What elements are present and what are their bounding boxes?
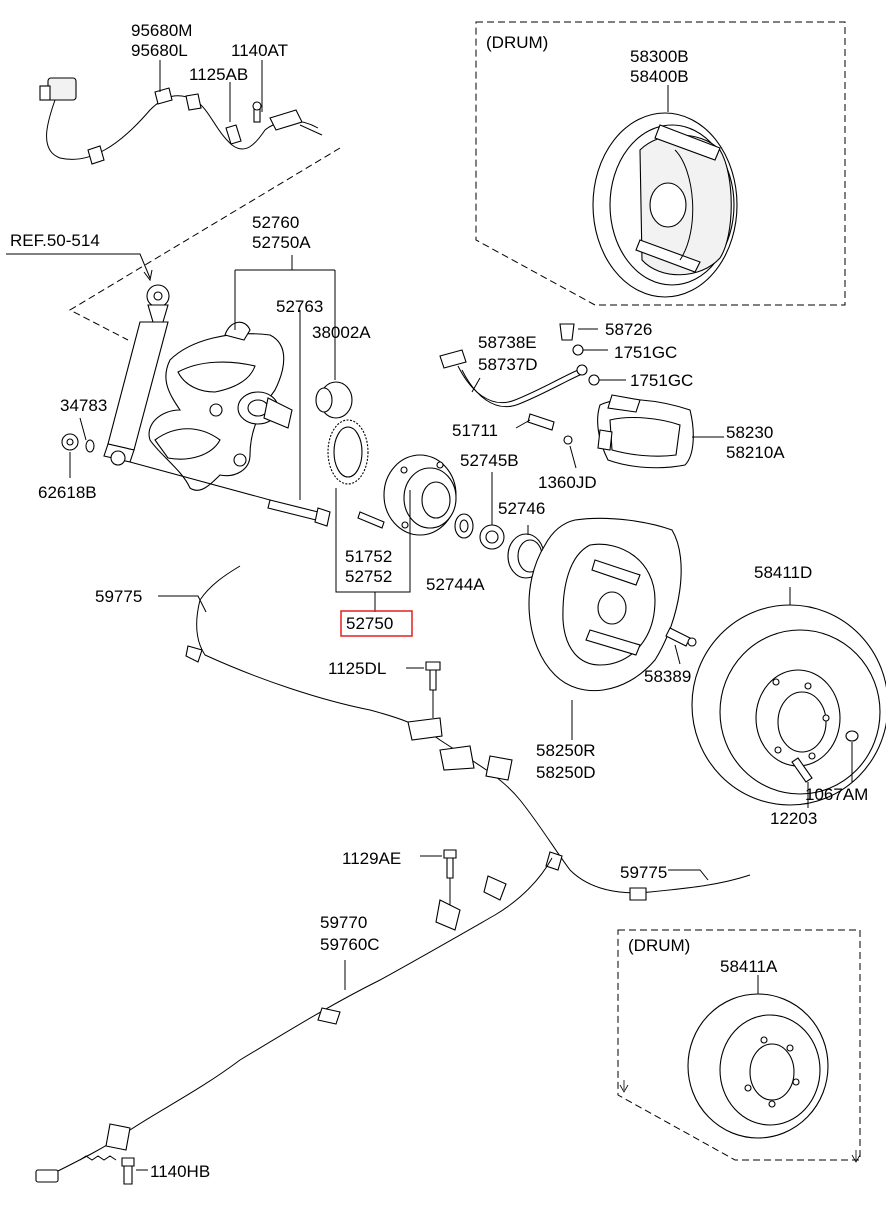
label-1129AE: 1129AE	[342, 849, 401, 868]
label-58737D: 58737D	[478, 355, 538, 374]
label-59775-b: 59775	[620, 863, 667, 882]
label-95680M: 95680M	[131, 21, 192, 40]
label-62618B: 62618B	[38, 483, 97, 502]
drum-bottom-group: (DRUM)	[617, 929, 861, 1163]
label-1140HB: 1140HB	[150, 1162, 210, 1181]
hose-bolt-1751GC	[588, 374, 600, 386]
washer-34783	[85, 439, 95, 453]
brake-caliper	[597, 394, 694, 469]
drum-top-label: (DRUM)	[486, 33, 548, 52]
label-1751GC-b: 1751GC	[630, 371, 693, 390]
bolt-1140HB	[121, 1157, 135, 1185]
wheel-bolt-51752	[357, 511, 385, 529]
label-38002A: 38002A	[312, 323, 371, 342]
label-59775-a: 59775	[95, 587, 142, 606]
wheel-stud-12203	[791, 757, 813, 783]
bleeder-screw-1751GC	[572, 344, 584, 356]
label-58726: 58726	[605, 320, 652, 339]
screw-1067AM	[845, 730, 859, 742]
disc-backing-plate	[528, 517, 682, 692]
label-1751GC-a: 1751GC	[614, 343, 677, 362]
bleeder-cap-58726	[559, 323, 575, 341]
brake-disc-58411D	[691, 604, 886, 806]
bleeder-1360JD	[563, 435, 573, 445]
highlight-box-52750	[340, 610, 413, 637]
label-58738E: 58738E	[478, 333, 537, 352]
label-58411D: 58411D	[754, 563, 812, 582]
drum-bottom-label: (DRUM)	[628, 936, 690, 955]
parking-brake-cable-left	[185, 565, 751, 901]
label-59760C: 59760C	[320, 935, 380, 954]
label-58210A: 58210A	[726, 443, 785, 462]
caliper-bolt-51711	[527, 413, 555, 431]
bushing	[315, 381, 353, 419]
label-52744A: 52744A	[426, 575, 485, 594]
label-34783: 34783	[60, 396, 107, 415]
washer-52744A	[454, 513, 474, 539]
label-58250D: 58250D	[536, 763, 596, 782]
label-1140AT: 1140AT	[231, 41, 288, 60]
label-58400B: 58400B	[630, 67, 689, 86]
label-51752: 51752	[345, 547, 392, 566]
label-52745B: 52745B	[460, 451, 519, 470]
label-ref-50-514: REF.50-514	[10, 231, 100, 250]
brake-drum-58411A	[687, 993, 829, 1139]
bolt-1129AE	[443, 849, 457, 879]
abs-speed-sensor	[39, 77, 323, 165]
nut-62618B	[61, 433, 79, 451]
label-58300B: 58300B	[630, 47, 689, 66]
bolt-1125DL	[425, 661, 441, 691]
tone-ring	[327, 419, 369, 485]
label-95680L: 95680L	[131, 41, 188, 60]
label-59770: 59770	[320, 913, 367, 932]
label-58411A: 58411A	[720, 957, 778, 976]
label-52750A: 52750A	[252, 233, 311, 252]
bolt-58389	[665, 627, 697, 647]
label-52746: 52746	[498, 499, 545, 518]
bolt-52763	[267, 499, 331, 527]
label-58230: 58230	[726, 423, 773, 442]
label-52752: 52752	[345, 567, 392, 586]
label-1125DL: 1125DL	[328, 659, 386, 678]
label-1125AB: 1125AB	[189, 65, 248, 84]
hub-bearing-assembly	[383, 454, 457, 536]
parking-brake-cable-main	[35, 857, 553, 1183]
label-12203: 12203	[770, 809, 817, 828]
label-1360JD: 1360JD	[538, 473, 597, 492]
shock-absorber	[103, 284, 170, 466]
label-1067AM: 1067AM	[805, 785, 868, 804]
rear-knuckle-carrier	[148, 321, 293, 491]
drum-top-group: (DRUM)	[475, 21, 846, 306]
hub-nut-52745B	[479, 524, 505, 550]
sensor-group-outline	[68, 147, 341, 341]
drum-backing-plate	[592, 112, 738, 298]
label-52750: 52750	[346, 614, 393, 633]
label-58389: 58389	[644, 667, 691, 686]
label-58250R: 58250R	[536, 741, 596, 760]
label-52760: 52760	[252, 213, 299, 232]
label-52763: 52763	[276, 297, 323, 316]
label-51711: 51711	[452, 421, 498, 440]
